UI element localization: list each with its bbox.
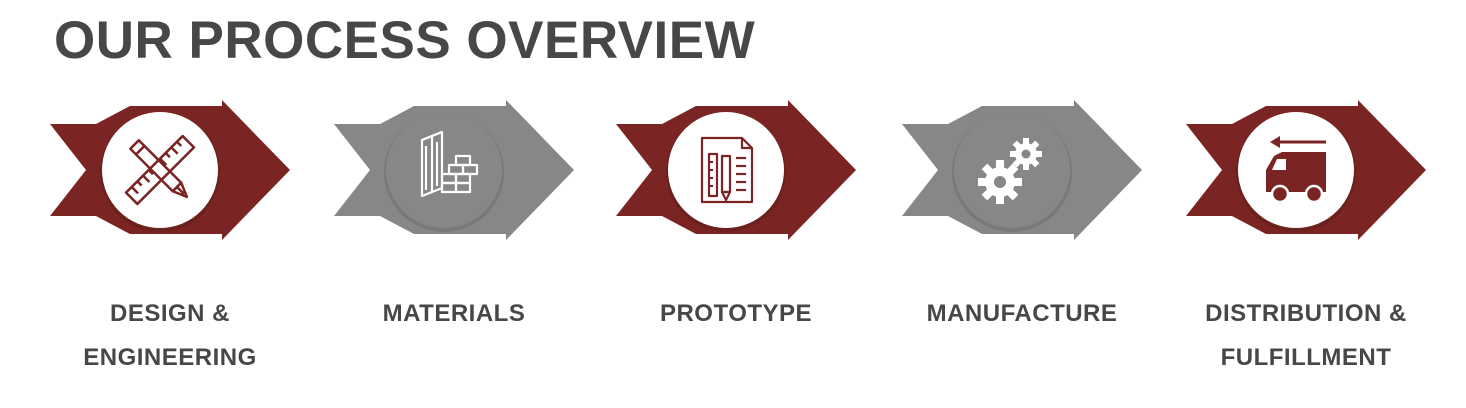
step-arrow-graphic	[902, 100, 1142, 240]
gears-icon	[978, 138, 1042, 204]
step-label-distribution-fulfillment: DISTRIBUTION & FULFILLMENT	[1156, 292, 1456, 380]
step-label-line: FULFILLMENT	[1220, 344, 1392, 371]
step-manufacture: MANUFACTURE	[902, 100, 1142, 390]
step-label-line: MANUFACTURE	[926, 300, 1118, 327]
step-label-line: DESIGN &	[109, 300, 230, 327]
step-design-engineering: DESIGN & ENGINEERING	[50, 100, 290, 390]
step-arrow-graphic	[50, 100, 290, 240]
step-label-line: DISTRIBUTION &	[1205, 300, 1407, 327]
delivery-van-icon	[1266, 136, 1326, 204]
step-circle	[668, 112, 784, 228]
step-label-manufacture: MANUFACTURE	[872, 292, 1172, 336]
step-label-materials: MATERIALS	[304, 292, 604, 336]
step-label-line: PROTOTYPE	[659, 300, 813, 327]
blueprint-document-icon	[700, 136, 754, 204]
step-prototype: PROTOTYPE	[616, 100, 856, 390]
step-arrow-graphic	[1186, 100, 1426, 240]
step-label-prototype: PROTOTYPE	[586, 292, 886, 336]
step-circle	[102, 112, 218, 228]
page-title: OUR PROCESS OVERVIEW	[54, 11, 756, 70]
step-label-design-engineering: DESIGN & ENGINEERING	[20, 292, 320, 380]
step-materials: MATERIALS	[334, 100, 574, 390]
wood-and-bricks-icon	[420, 130, 479, 198]
step-arrow-graphic	[334, 100, 574, 240]
step-distribution-fulfillment: DISTRIBUTION & FULFILLMENT	[1186, 100, 1426, 390]
ruler-pencil-cross-icon	[124, 134, 196, 206]
step-label-line: ENGINEERING	[83, 344, 257, 371]
step-arrow-graphic	[616, 100, 856, 240]
step-circle	[386, 112, 502, 228]
step-label-line: MATERIALS	[382, 300, 526, 327]
